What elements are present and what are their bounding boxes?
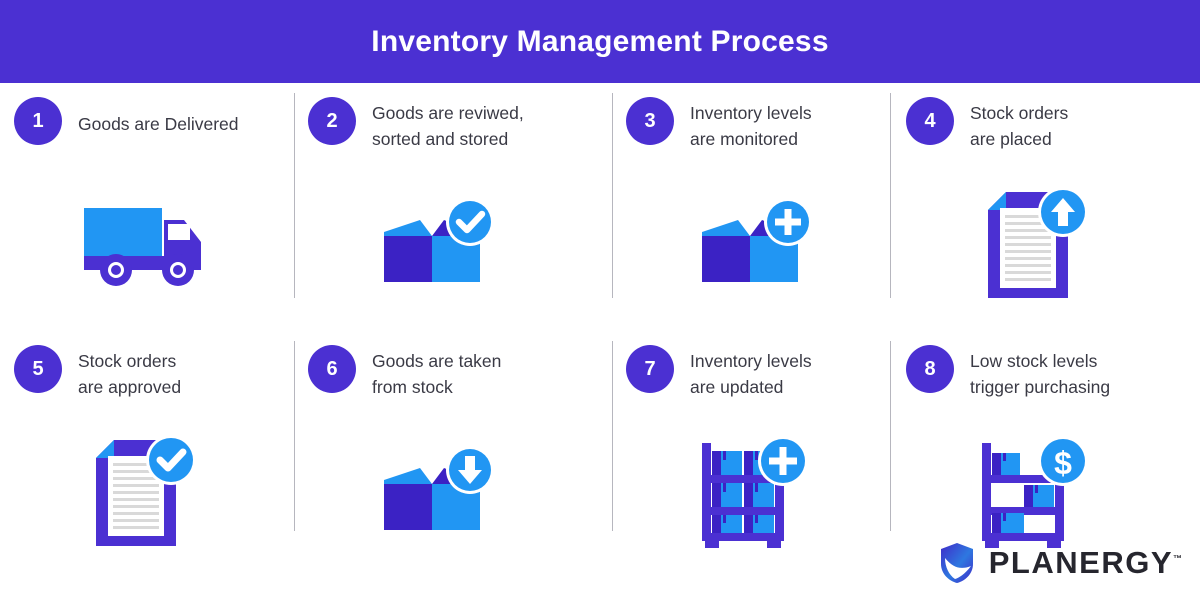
process-step-7[interactable]: 7 Inventory levels are updated — [626, 331, 916, 581]
process-step-1[interactable]: 1 Goods are Delivered — [14, 83, 304, 333]
step-label: Inventory levels are monitored — [690, 103, 812, 149]
planergy-logo[interactable]: PLANERGY™ — [939, 542, 1182, 584]
step-header: 7 Inventory levels are updated — [626, 345, 812, 400]
document-lines — [113, 463, 159, 529]
step-icon-area — [14, 419, 304, 569]
step-label: Goods are reviwed, sorted and stored — [372, 103, 524, 149]
steps-row-top: 1 Goods are Delivered — [0, 83, 1200, 333]
step-header: 8 Low stock levels trigger purchasing — [906, 345, 1110, 400]
step-icon-area — [308, 419, 598, 569]
delivery-truck-icon — [84, 208, 201, 286]
step-icon-area — [626, 419, 916, 569]
step-label: Low stock levels trigger purchasing — [970, 351, 1111, 397]
process-step-3[interactable]: 3 Inventory levels are monitored — [626, 83, 916, 333]
step-number-badge: 3 — [626, 97, 674, 145]
column-divider — [294, 341, 295, 531]
column-divider — [612, 93, 613, 298]
planergy-shield-icon — [940, 543, 973, 583]
page-header: Inventory Management Process — [0, 0, 1200, 83]
logo-name: PLANERGY — [988, 545, 1173, 580]
column-divider — [612, 341, 613, 531]
steps-row-bottom: 5 Stock orders are approved — [0, 331, 1200, 581]
dollar-badge-icon: $ — [1038, 436, 1088, 486]
page-title: Inventory Management Process — [371, 24, 829, 58]
process-step-8[interactable]: 8 Low stock levels trigger purchasing — [906, 331, 1196, 581]
step-number-badge: 8 — [906, 345, 954, 393]
column-divider — [890, 93, 891, 298]
document-lines — [1005, 215, 1051, 281]
step-header: 5 Stock orders are approved — [14, 345, 181, 400]
process-step-4[interactable]: 4 Stock orders are placed — [906, 83, 1196, 333]
step-label: Goods are taken from stock — [372, 351, 502, 397]
step-icon-area: $ — [906, 419, 1196, 569]
svg-text:$: $ — [1054, 445, 1072, 481]
arrow-up-badge-icon — [1038, 187, 1088, 237]
column-divider — [890, 341, 891, 531]
step-label: Stock orders are placed — [970, 103, 1069, 149]
step-label: Stock orders are approved — [78, 351, 182, 397]
step-number-badge: 7 — [626, 345, 674, 393]
document-icon — [988, 187, 1088, 298]
warehouse-shelf-full-icon — [702, 436, 808, 548]
step-icon-area — [906, 171, 1196, 321]
step-icon-area — [14, 171, 304, 321]
step-number-badge: 6 — [308, 345, 356, 393]
step-number-badge: 2 — [308, 97, 356, 145]
check-badge-icon — [146, 435, 196, 485]
process-step-6[interactable]: 6 Goods are taken from stock — [308, 331, 598, 581]
step-number-badge: 1 — [14, 97, 62, 145]
trademark-symbol: ™ — [1173, 553, 1182, 564]
step-header: 6 Goods are taken from stock — [308, 345, 501, 400]
warehouse-shelf-low-icon: $ — [982, 436, 1088, 548]
step-header: 4 Stock orders are placed — [906, 97, 1068, 152]
column-divider — [294, 93, 295, 298]
step-number-badge: 5 — [14, 345, 62, 393]
step-label: Goods are Delivered — [78, 114, 239, 134]
step-icon-area — [308, 171, 598, 321]
step-header: 1 Goods are Delivered — [14, 97, 239, 145]
step-header: 3 Inventory levels are monitored — [626, 97, 812, 152]
plus-badge-icon — [764, 198, 812, 246]
process-step-5[interactable]: 5 Stock orders are approved — [14, 331, 304, 581]
step-number-badge: 4 — [906, 97, 954, 145]
open-box-icon — [384, 446, 494, 530]
process-step-2[interactable]: 2 Goods are reviwed, sorted and stored — [308, 83, 598, 333]
check-badge-icon — [446, 198, 494, 246]
planergy-wordmark: PLANERGY™ — [989, 545, 1182, 581]
open-box-icon — [384, 198, 494, 282]
plus-badge-icon — [758, 436, 808, 486]
step-header: 2 Goods are reviwed, sorted and stored — [308, 97, 524, 152]
process-steps-grid: 1 Goods are Delivered — [0, 83, 1200, 598]
step-label: Inventory levels are updated — [690, 351, 812, 397]
open-box-icon — [702, 198, 812, 282]
arrow-down-badge-icon — [446, 446, 494, 494]
step-icon-area — [626, 171, 916, 321]
document-icon — [96, 435, 196, 546]
